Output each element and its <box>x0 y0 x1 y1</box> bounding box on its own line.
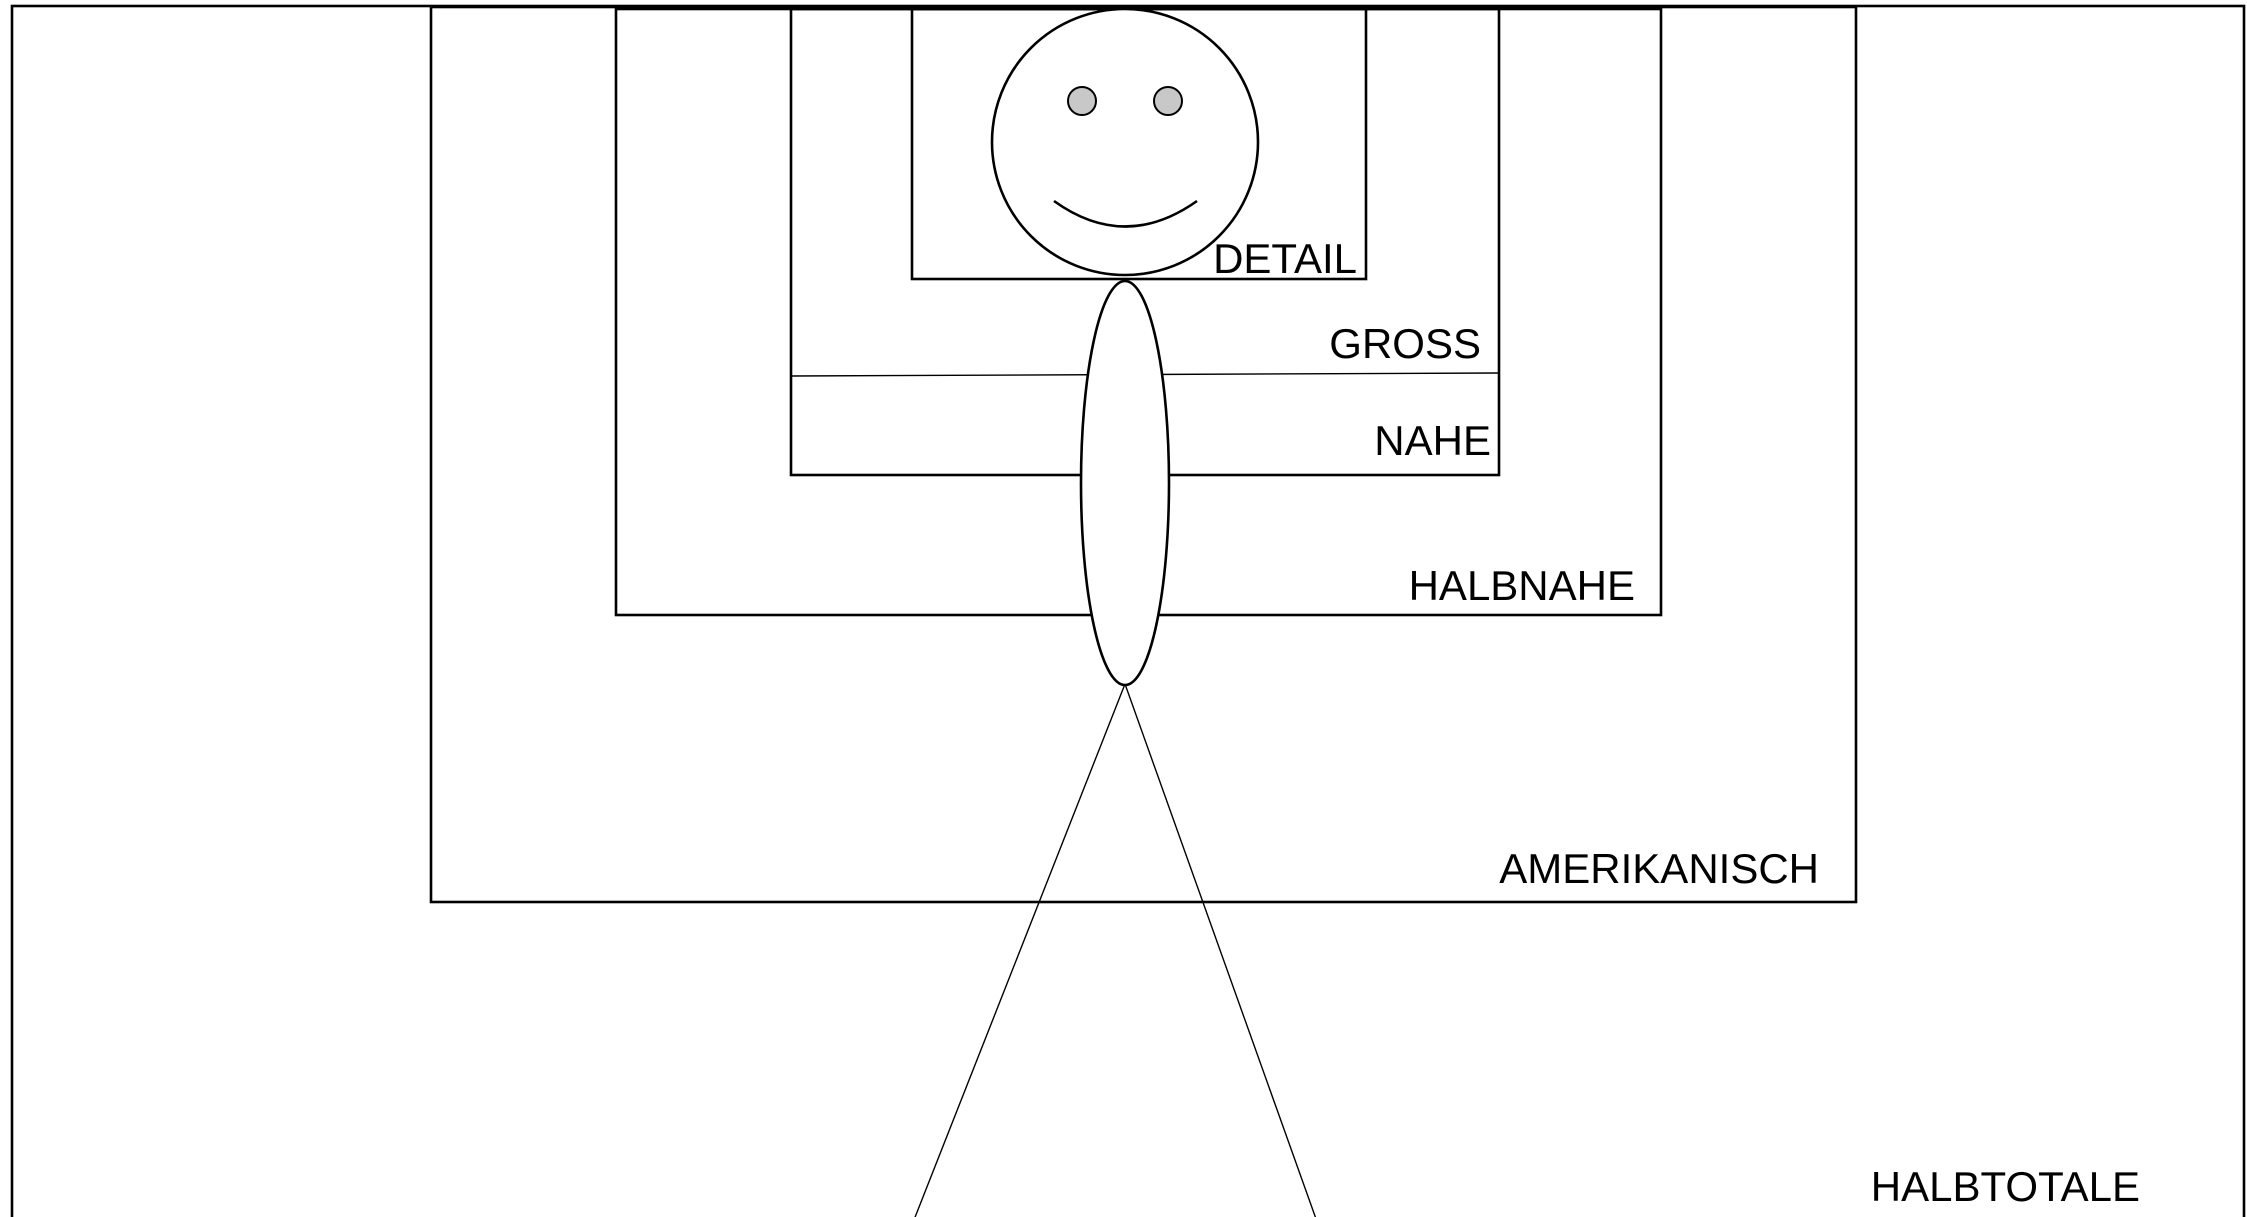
label-gross: GROSS <box>1329 320 1481 367</box>
label-amerikanisch: AMERIKANISCH <box>1499 845 1819 892</box>
right-leg <box>1125 684 1320 1217</box>
label-halbtotale: HALBTOTALE <box>1871 1163 2140 1210</box>
label-detail: DETAIL <box>1213 235 1357 282</box>
left-leg <box>910 684 1125 1217</box>
right-eye <box>1154 87 1182 115</box>
label-halbnahe: HALBNAHE <box>1409 562 1635 609</box>
label-nahe: NAHE <box>1374 417 1491 464</box>
left-eye <box>1068 87 1096 115</box>
body <box>1081 281 1169 685</box>
